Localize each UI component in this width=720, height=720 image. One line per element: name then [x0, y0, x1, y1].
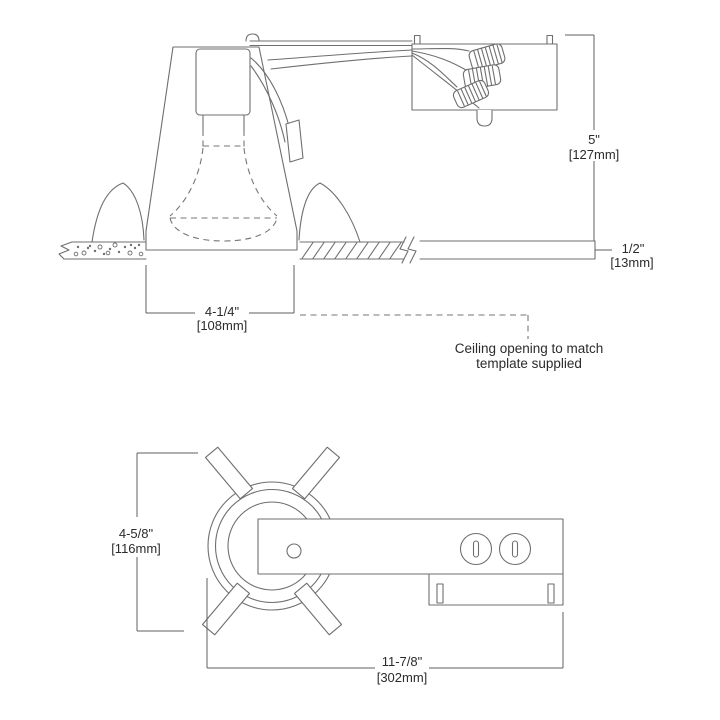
- screw-hole: [286, 543, 302, 559]
- junction-box: [411, 34, 558, 127]
- spring-clip-upper-left: [204, 446, 254, 500]
- dim-ceiling-thickness-mm: [13mm]: [610, 255, 653, 270]
- can-internal-wires: [250, 57, 291, 143]
- ceiling-section-left: [58, 241, 147, 260]
- spring-clip-lower-left: [201, 582, 251, 636]
- knockout-slot: [511, 540, 519, 558]
- hanger-bar: [245, 33, 413, 47]
- ceiling-section-right: [299, 236, 417, 264]
- dim-ceiling-opening-mm: [108mm]: [197, 318, 248, 333]
- cable-clamp-dome: [476, 110, 493, 127]
- ceiling-opening-note: Ceiling opening to match template suppli…: [300, 314, 604, 371]
- dim-ceiling-thickness-in: 1/2": [622, 241, 645, 256]
- spring-clip-lower-right: [293, 582, 343, 636]
- dim-ceiling-opening-in: 4-1/4": [205, 304, 240, 319]
- spring-clip-right: [298, 182, 361, 243]
- dim-plan-height-mm: [116mm]: [111, 541, 161, 556]
- dim-ceiling-thickness: 1/2" [13mm]: [595, 241, 654, 270]
- dim-plan-height-in: 4-5/8": [119, 526, 154, 541]
- spring-clips-plan: [201, 446, 343, 636]
- socket-cup: [202, 114, 245, 131]
- knockout-slot: [472, 540, 480, 558]
- dim-box-height-mm: [127mm]: [569, 147, 620, 162]
- stipple-texture: [73, 242, 144, 257]
- spring-clip-left: [91, 182, 145, 243]
- break-edge: [58, 241, 73, 260]
- knockout-left: [459, 532, 493, 566]
- housing-can: [145, 46, 304, 251]
- dim-plan-width-mm: [302mm]: [377, 670, 428, 685]
- box-tab-right: [547, 583, 555, 604]
- junction-box-plan: [428, 573, 564, 606]
- break-symbol: [399, 236, 417, 264]
- hatch-texture: [301, 241, 402, 260]
- box-tab-left: [413, 34, 421, 45]
- dim-ceiling-opening: 4-1/4" [108mm]: [145, 265, 295, 333]
- box-tab-right: [546, 34, 554, 45]
- dim-plan-width: 11-7/8" [302mm]: [206, 578, 564, 685]
- knockout-right: [498, 532, 532, 566]
- ceiling-strip-plain: [419, 240, 596, 260]
- lamp-outline: [169, 130, 278, 242]
- bottom-view: 4-5/8" [116mm] 11-7/8" [302mm]: [111, 446, 564, 685]
- box-tab-left: [436, 583, 444, 604]
- bar-knob: [245, 33, 260, 42]
- box-wires: [411, 47, 480, 109]
- note-line2: template supplied: [476, 356, 582, 371]
- dim-box-height-in: 5": [588, 132, 600, 147]
- side-view: 5" [127mm] 1/2" [13mm] 4-1/4" [108mm] Ce…: [58, 33, 654, 371]
- thermal-flap: [285, 119, 304, 163]
- spring-clip-upper-right: [291, 446, 341, 500]
- dim-box-height: 5" [127mm]: [565, 34, 620, 241]
- note-line1: Ceiling opening to match: [455, 341, 604, 356]
- dim-plan-height: 4-5/8" [116mm]: [111, 452, 198, 632]
- wire-connector-3: [452, 79, 490, 109]
- mounting-frame-arm: [257, 518, 564, 575]
- dim-plan-width-in: 11-7/8": [382, 654, 423, 669]
- supply-cable: [267, 49, 413, 70]
- lamp-socket: [195, 48, 251, 116]
